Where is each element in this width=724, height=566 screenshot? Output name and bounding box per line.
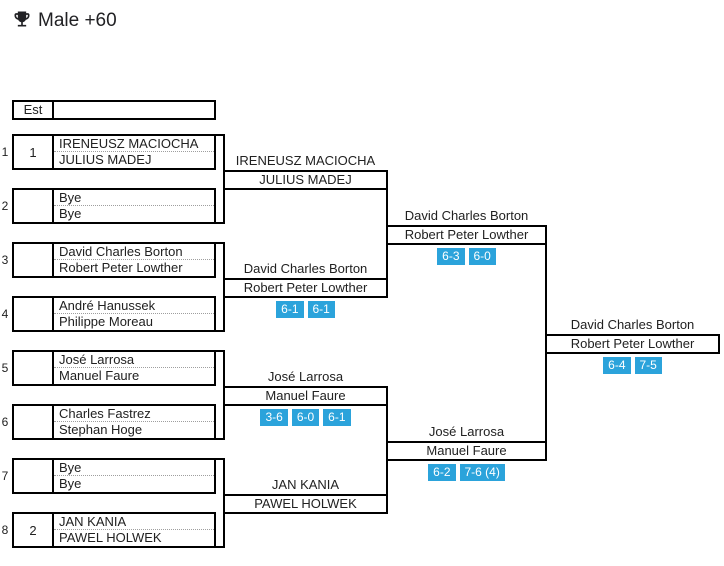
player2-name: Manuel Faure bbox=[223, 386, 388, 406]
player2-name: Philippe Moreau bbox=[59, 314, 153, 329]
player1-name: IRENEUSZ MACIOCHA bbox=[54, 136, 214, 152]
seed-number bbox=[14, 406, 54, 438]
trophy-icon bbox=[12, 9, 32, 29]
match-scores: 3-6 6-0 6-1 bbox=[223, 409, 388, 426]
match-scores: 6-3 6-0 bbox=[386, 248, 547, 265]
seed-number: 2 bbox=[14, 514, 54, 546]
seed-number: 1 bbox=[14, 136, 54, 168]
player1-name: David Charles Borton bbox=[570, 317, 695, 332]
category-title: Male +60 bbox=[38, 10, 117, 31]
score-badge: 6-1 bbox=[307, 301, 335, 318]
player1-name: JAN KANIA bbox=[54, 514, 214, 530]
player1-name: JAN KANIA bbox=[271, 477, 340, 492]
player1-name: Charles Fastrez bbox=[54, 406, 214, 422]
player2-name: JULIUS MADEJ bbox=[223, 170, 388, 190]
player2-name: PAWEL HOLWEK bbox=[59, 530, 162, 545]
score-badge: 3-6 bbox=[260, 409, 288, 426]
player2-name: Stephan Hoge bbox=[59, 422, 143, 437]
match-scores: 6-1 6-1 bbox=[223, 301, 388, 318]
score-badge: 6-1 bbox=[323, 409, 351, 426]
player1-name: David Charles Borton bbox=[243, 261, 368, 276]
player2-name: Robert Peter Lowther bbox=[59, 260, 183, 275]
seed-number bbox=[14, 352, 54, 384]
slot-number-3: 3 bbox=[1, 253, 9, 267]
score-badge: 6-0 bbox=[468, 248, 496, 265]
seed-number bbox=[14, 190, 54, 222]
player2-name: JULIUS MADEJ bbox=[59, 152, 152, 167]
player2-name: Bye bbox=[59, 476, 82, 491]
score-badge: 6-1 bbox=[276, 301, 304, 318]
round1-slot-5: José Larrosa Manuel Faure bbox=[12, 350, 216, 386]
player2-name: Manuel Faure bbox=[59, 368, 140, 383]
semifinal-entry-1: David Charles Borton Robert Peter Lowthe… bbox=[386, 207, 547, 265]
round2-entry-3: José Larrosa Manuel Faure 3-6 6-0 6-1 bbox=[223, 368, 388, 426]
seed-number bbox=[14, 298, 54, 330]
player2-name: Robert Peter Lowther bbox=[545, 334, 720, 354]
player1-name: Bye bbox=[54, 190, 214, 206]
round2-entry-1: IRENEUSZ MACIOCHA JULIUS MADEJ bbox=[223, 152, 388, 190]
est-header: Est bbox=[12, 100, 216, 120]
semifinal-entry-2: José Larrosa Manuel Faure 6-2 7-6 (4) bbox=[386, 423, 547, 481]
player1-name: André Hanussek bbox=[54, 298, 214, 314]
slot-number-1: 1 bbox=[1, 145, 9, 159]
player1-name: David Charles Borton bbox=[54, 244, 214, 260]
round1-slot-2: Bye Bye bbox=[12, 188, 216, 224]
match-scores: 6-4 7-5 bbox=[545, 357, 720, 374]
score-badge: 6-4 bbox=[603, 357, 631, 374]
score-badge: 6-0 bbox=[291, 409, 320, 426]
round2-entry-2: David Charles Borton Robert Peter Lowthe… bbox=[223, 260, 388, 318]
round2-entry-4: JAN KANIA PAWEL HOLWEK bbox=[223, 476, 388, 514]
slot-number-8: 8 bbox=[1, 523, 9, 537]
seed-number bbox=[14, 244, 54, 276]
player2-name: PAWEL HOLWEK bbox=[223, 494, 388, 514]
round1-slot-3: David Charles Borton Robert Peter Lowthe… bbox=[12, 242, 216, 278]
round1-slot-8: 2 JAN KANIA PAWEL HOLWEK bbox=[12, 512, 216, 548]
final-entry: David Charles Borton Robert Peter Lowthe… bbox=[545, 316, 720, 374]
player1-name: David Charles Borton bbox=[404, 208, 529, 223]
round1-slot-6: Charles Fastrez Stephan Hoge bbox=[12, 404, 216, 440]
player2-name: Robert Peter Lowther bbox=[223, 278, 388, 298]
slot-number-6: 6 bbox=[1, 415, 9, 429]
player2-name: Bye bbox=[59, 206, 82, 221]
score-badge: 6-3 bbox=[437, 248, 465, 265]
est-value bbox=[54, 102, 214, 118]
slot-number-2: 2 bbox=[1, 199, 9, 213]
player1-name: José Larrosa bbox=[428, 424, 505, 439]
est-label: Est bbox=[14, 102, 54, 118]
slot-number-4: 4 bbox=[1, 307, 9, 321]
slot-number-5: 5 bbox=[1, 361, 9, 375]
match-scores: 6-2 7-6 (4) bbox=[386, 464, 547, 481]
round1-slot-1: 1 IRENEUSZ MACIOCHA JULIUS MADEJ bbox=[12, 134, 216, 170]
player1-name: José Larrosa bbox=[54, 352, 214, 368]
score-badge: 7-6 (4) bbox=[459, 464, 505, 481]
player1-name: José Larrosa bbox=[267, 369, 344, 384]
score-badge: 7-5 bbox=[634, 357, 662, 374]
player1-name: IRENEUSZ MACIOCHA bbox=[235, 153, 376, 168]
score-badge: 6-2 bbox=[428, 464, 456, 481]
player1-name: Bye bbox=[54, 460, 214, 476]
round1-slot-4: André Hanussek Philippe Moreau bbox=[12, 296, 216, 332]
slot-number-7: 7 bbox=[1, 469, 9, 483]
player2-name: Manuel Faure bbox=[386, 441, 547, 461]
seed-number bbox=[14, 460, 54, 492]
player2-name: Robert Peter Lowther bbox=[386, 225, 547, 245]
round1-slot-7: Bye Bye bbox=[12, 458, 216, 494]
